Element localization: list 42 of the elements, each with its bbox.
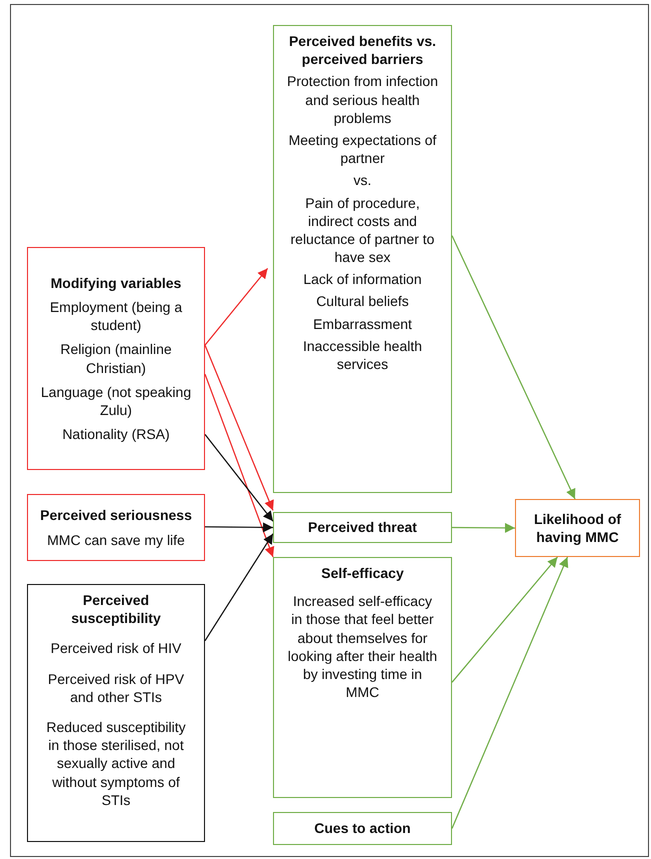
arrow — [204, 374, 274, 558]
node-heading: Perceived seriousness — [40, 506, 192, 524]
susceptibility-box — [27, 584, 205, 842]
node-text: Cultural beliefs — [316, 292, 409, 311]
node-heading: Perceived susceptibility — [70, 591, 162, 628]
node-text: Perceived risk of HPV and other STIs — [46, 670, 186, 706]
node-text: Employment (being a student) — [48, 298, 184, 334]
arrow — [204, 434, 274, 522]
cues-box — [273, 812, 452, 845]
benefits-barriers-box — [273, 25, 452, 493]
arrow — [452, 556, 558, 683]
arrow — [204, 268, 268, 346]
node-text: Embarrassment — [313, 314, 412, 333]
arrow — [451, 556, 568, 829]
node-text: Lack of information — [303, 270, 422, 288]
node-heading: Perceived threat — [308, 518, 417, 537]
seriousness-box — [27, 494, 205, 561]
node-text: MMC can save my life — [47, 530, 185, 549]
node-text: Nationality (RSA) — [62, 425, 170, 444]
self-efficacy-box — [273, 557, 452, 798]
node-text: vs. — [354, 171, 372, 190]
node-text: Pain of procedure, indirect costs and reluctance of partner to have sex — [290, 194, 436, 266]
node-heading: Cues to action — [314, 819, 411, 838]
node-text: Perceived risk of HIV — [50, 639, 182, 658]
node-heading: Likelihood of having MMC — [532, 510, 622, 546]
outcome-box — [515, 499, 640, 557]
node-text: Inaccessible health services — [302, 336, 424, 374]
node-text: Language (not speaking Zulu) — [40, 382, 192, 420]
node-text: Increased self-efficacy in those that feel better about themselves for looking after their health by investing time in MMC — [286, 592, 438, 702]
node-heading: Modifying variables — [50, 274, 182, 292]
arrow — [452, 522, 515, 533]
threat-box — [273, 512, 452, 543]
modifying-variables-box — [27, 247, 205, 470]
node-heading: Self-efficacy — [321, 564, 404, 582]
arrow — [204, 344, 274, 511]
arrow — [204, 533, 274, 642]
node-text: Religion (mainline Christian) — [59, 340, 173, 377]
arrow — [451, 235, 576, 500]
node-heading: Perceived benefits vs. perceived barriers — [288, 32, 438, 68]
arrow — [205, 522, 273, 532]
node-text: Protection from infection and serious health problems — [286, 72, 439, 127]
node-text: Reduced susceptibility in those sterilised, not sexually active and without symptoms of STIs — [45, 718, 187, 809]
